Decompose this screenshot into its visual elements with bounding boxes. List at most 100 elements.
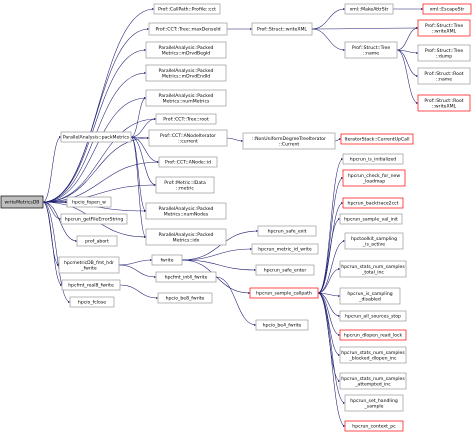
- node-hpcrun_sample_callpath[interactable]: hpcrun_sample_callpath: [249, 287, 319, 299]
- node-hpcrun_dlopen_read_lock[interactable]: hpcrun_dlopen_read_lock: [339, 329, 407, 341]
- node-box-hpcrun_metric_id_write[interactable]: [251, 243, 319, 255]
- node-hpcrun_context_pc[interactable]: hpcrun_context_pc: [344, 420, 404, 432]
- node-box-hpcrun_check_for_new_loadmap[interactable]: [342, 169, 406, 187]
- node-box-hpcio_fclose[interactable]: [69, 296, 115, 308]
- node-box-hpcrun_stats_num_samples_blocked_dlopen_inc[interactable]: [339, 346, 407, 364]
- node-struct_root_writexml[interactable]: Prof::Struct::Root::writeXML: [417, 94, 471, 112]
- node-prof_abort[interactable]: prof_abort: [76, 235, 118, 247]
- node-box-cct_anode_id[interactable]: [158, 156, 218, 168]
- node-box-fwrite[interactable]: [151, 254, 183, 266]
- node-box-hpcio_be4_fwrite[interactable]: [255, 319, 309, 331]
- node-xml_escapestr[interactable]: xml::EscapeStr: [422, 3, 472, 15]
- node-box-prof_abort[interactable]: [76, 235, 118, 247]
- node-cct_anodeiterator_current[interactable]: Prof::CCT::ANodeIterator::current: [148, 129, 228, 147]
- node-box-hpcrun_sample_val_init[interactable]: [339, 213, 403, 225]
- node-hpcrun_safe_enter[interactable]: hpcrun_safe_enter: [255, 264, 315, 276]
- node-struct_root_name[interactable]: Prof::Struct::Root::name: [417, 67, 471, 85]
- node-hpcrun_stats_num_samples_attempted_inc[interactable]: hpcrun_stats_num_samples_attempted_inc: [339, 372, 407, 390]
- node-box-pa_idx[interactable]: [145, 228, 227, 246]
- node-hpctoolkit_sampling_is_active[interactable]: hpctoolkit_sampling_is_active: [344, 232, 404, 250]
- node-hpcfmt_realx_fwrite[interactable]: hpcfmt_real8_fwrite: [61, 279, 121, 291]
- node-cct_anode_id[interactable]: Prof::CCT::ANode::id: [158, 156, 218, 168]
- node-box-pa_numnodes[interactable]: [145, 202, 227, 220]
- node-box-iteratorstack_currentupcall[interactable]: [340, 133, 414, 145]
- node-fwrite[interactable]: fwrite: [151, 254, 183, 266]
- node-hpcrun_set_handling_sample[interactable]: hpcrun_set_handling_sample: [344, 394, 404, 412]
- node-box-hpcrun_is_sampling_disabled[interactable]: [339, 287, 401, 305]
- node-box-hpcfmt_int4_fwrite[interactable]: [155, 271, 217, 283]
- node-callpath_profile_cct[interactable]: Prof::CallPath::Profile::cct: [153, 3, 221, 15]
- node-struct_tree_dump[interactable]: Prof::Struct::Tree::dump: [417, 44, 471, 62]
- node-box-struct_root_writexml[interactable]: [417, 94, 471, 112]
- node-box-pa_nummetrics[interactable]: [145, 89, 227, 107]
- node-box-pa_mdrvdbegid[interactable]: [145, 41, 227, 59]
- node-pa_numnodes[interactable]: ParallelAnalysis::PackedMetrics::numNode…: [145, 202, 227, 220]
- node-nonuniform_current[interactable]: ::NonUniformDegreeTreeIterator::Current: [242, 132, 336, 150]
- node-hpcrun_backtrace2cct[interactable]: hpcrun_backtrace2cct: [342, 197, 404, 209]
- node-box-cct_tree_maxdenseid[interactable]: [148, 22, 228, 36]
- node-hpcmetricdb_fmt_hdr_fwrite[interactable]: hpcmetricDB_fmt_hdr_fwrite: [58, 256, 120, 274]
- node-box-writeMetricsDB[interactable]: [0, 195, 44, 209]
- node-pa_mdrvdendid[interactable]: ParallelAnalysis::PackedMetrics::mDrvdEn…: [145, 64, 227, 82]
- node-hpcio_fopen_w[interactable]: hpcio_fopen_w: [66, 196, 112, 208]
- node-iteratorstack_currentupcall[interactable]: IteratorStack::CurrentUpCall: [340, 133, 414, 145]
- node-hpcio_fclose[interactable]: hpcio_fclose: [69, 296, 115, 308]
- node-box-hpcrun_all_sources_stop[interactable]: [339, 310, 407, 322]
- node-box-struct_writexml[interactable]: [251, 22, 313, 36]
- node-box-cct_anodeiterator_current[interactable]: [148, 129, 228, 147]
- node-box-hpcrun_is_initialized[interactable]: [342, 153, 404, 165]
- node-hpcfmt_int4_fwrite[interactable]: hpcfmt_int4_fwrite: [155, 271, 217, 283]
- node-struct_tree_writexml[interactable]: Prof::Struct::Tree::writeXML: [417, 19, 471, 37]
- node-metric_idata_metric[interactable]: Prof::Metric::IData::metric: [155, 176, 215, 194]
- node-hpcrun_all_sources_stop[interactable]: hpcrun_all_sources_stop: [339, 310, 407, 322]
- node-cct_tree_root[interactable]: Prof::CCT::Tree::root: [155, 113, 217, 125]
- node-box-hpcrun_stats_num_samples_total_inc[interactable]: [339, 260, 407, 278]
- node-box-struct_tree_name[interactable]: [344, 41, 398, 59]
- node-box-xml_makeattrstr[interactable]: [344, 3, 394, 15]
- node-hpcio_be4_fwrite[interactable]: hpcio_be4_fwrite: [255, 319, 309, 331]
- node-hpcio_be8_fwrite[interactable]: hpcio_be8_fwrite: [157, 292, 213, 304]
- node-box-hpcrun_dlopen_read_lock[interactable]: [339, 329, 407, 341]
- node-hpcrun_metric_id_write[interactable]: hpcrun_metric_id_write: [251, 243, 319, 255]
- node-box-struct_tree_writexml[interactable]: [417, 19, 471, 37]
- node-box-xml_escapestr[interactable]: [422, 3, 472, 15]
- node-hpcrun_sample_val_init[interactable]: hpcrun_sample_val_init: [339, 213, 403, 225]
- node-pa_nummetrics[interactable]: ParallelAnalysis::PackedMetrics::numMetr…: [145, 89, 227, 107]
- node-box-hpcio_fopen_w[interactable]: [66, 196, 112, 208]
- node-box-hpcrun_backtrace2cct[interactable]: [342, 197, 404, 209]
- node-hpcrun_stats_num_samples_total_inc[interactable]: hpcrun_stats_num_samples_total_inc: [339, 260, 407, 278]
- node-box-struct_root_name[interactable]: [417, 67, 471, 85]
- node-cct_tree_maxdenseid[interactable]: Prof::CCT::Tree::maxDenseId: [148, 22, 228, 36]
- node-box-hpcrun_safe_exit[interactable]: [257, 225, 317, 237]
- node-box-struct_tree_dump[interactable]: [417, 44, 471, 62]
- node-hpcrun_is_initialized[interactable]: hpcrun_is_initialized: [342, 153, 404, 165]
- node-box-callpath_profile_cct[interactable]: [153, 3, 221, 15]
- node-box-hpcrun_stats_num_samples_attempted_inc[interactable]: [339, 372, 407, 390]
- node-box-pa_packmetrics[interactable]: [60, 131, 132, 143]
- node-hpcrun_stats_num_samples_blocked_dlopen_inc[interactable]: hpcrun_stats_num_samples_blocked_dlopen_…: [339, 346, 407, 364]
- node-box-metric_idata_metric[interactable]: [155, 176, 215, 194]
- node-pa_mdrvdbegid[interactable]: ParallelAnalysis::PackedMetrics::mDrvdBe…: [145, 41, 227, 59]
- node-box-hpcrun_safe_enter[interactable]: [255, 264, 315, 276]
- node-pa_packmetrics[interactable]: ParallelAnalysis::packMetrics: [60, 131, 132, 143]
- node-struct_tree_name[interactable]: Prof::Struct::Tree::name: [344, 41, 398, 59]
- node-struct_writexml[interactable]: Prof::Struct::writeXML: [251, 22, 313, 36]
- node-writeMetricsDB[interactable]: writeMetricsDB: [0, 195, 44, 209]
- node-box-nonuniform_current[interactable]: [242, 132, 336, 150]
- node-box-hpcrun_sample_callpath[interactable]: [249, 287, 319, 299]
- node-box-hpcmetricdb_fmt_hdr_fwrite[interactable]: [58, 256, 120, 274]
- node-xml_makeattrstr[interactable]: xml::MakeAttrStr: [344, 3, 394, 15]
- node-hpcrun_safe_exit[interactable]: hpcrun_safe_exit: [257, 225, 317, 237]
- node-box-hpcrun_set_handling_sample[interactable]: [344, 394, 404, 412]
- node-box-hpcrun_context_pc[interactable]: [344, 420, 404, 432]
- node-box-hpctoolkit_sampling_is_active[interactable]: [344, 232, 404, 250]
- node-box-hpcio_be8_fwrite[interactable]: [157, 292, 213, 304]
- node-box-pa_mdrvdendid[interactable]: [145, 64, 227, 82]
- node-hpcrun_is_sampling_disabled[interactable]: hpcrun_is_sampling_disabled: [339, 287, 401, 305]
- node-box-hpcfmt_realx_fwrite[interactable]: [61, 279, 121, 291]
- node-hpcrun_getfileerrorstring[interactable]: hpcrun_getFileErrorString: [60, 213, 128, 225]
- node-box-cct_tree_root[interactable]: [155, 113, 217, 125]
- node-box-hpcrun_getfileerrorstring[interactable]: [60, 213, 128, 225]
- node-hpcrun_check_for_new_loadmap[interactable]: hpcrun_check_for_new_loadmap: [342, 169, 406, 187]
